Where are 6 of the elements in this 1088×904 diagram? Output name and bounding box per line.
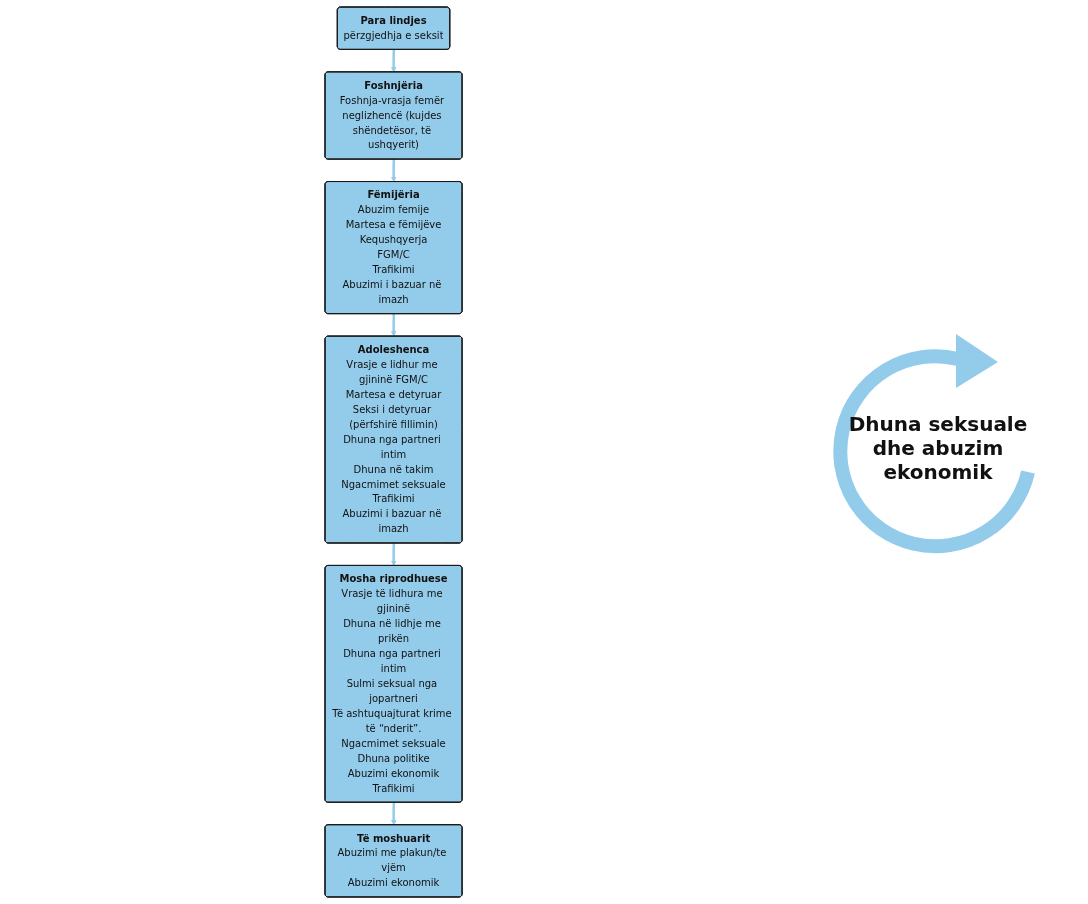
arrow — [391, 49, 397, 73]
center-label: Dhuna seksuale dhe abuzim ekonomik — [848, 412, 1028, 484]
arrow — [391, 543, 397, 566]
arrow — [391, 159, 397, 183]
arrow — [391, 802, 397, 826]
arrow — [391, 313, 397, 337]
